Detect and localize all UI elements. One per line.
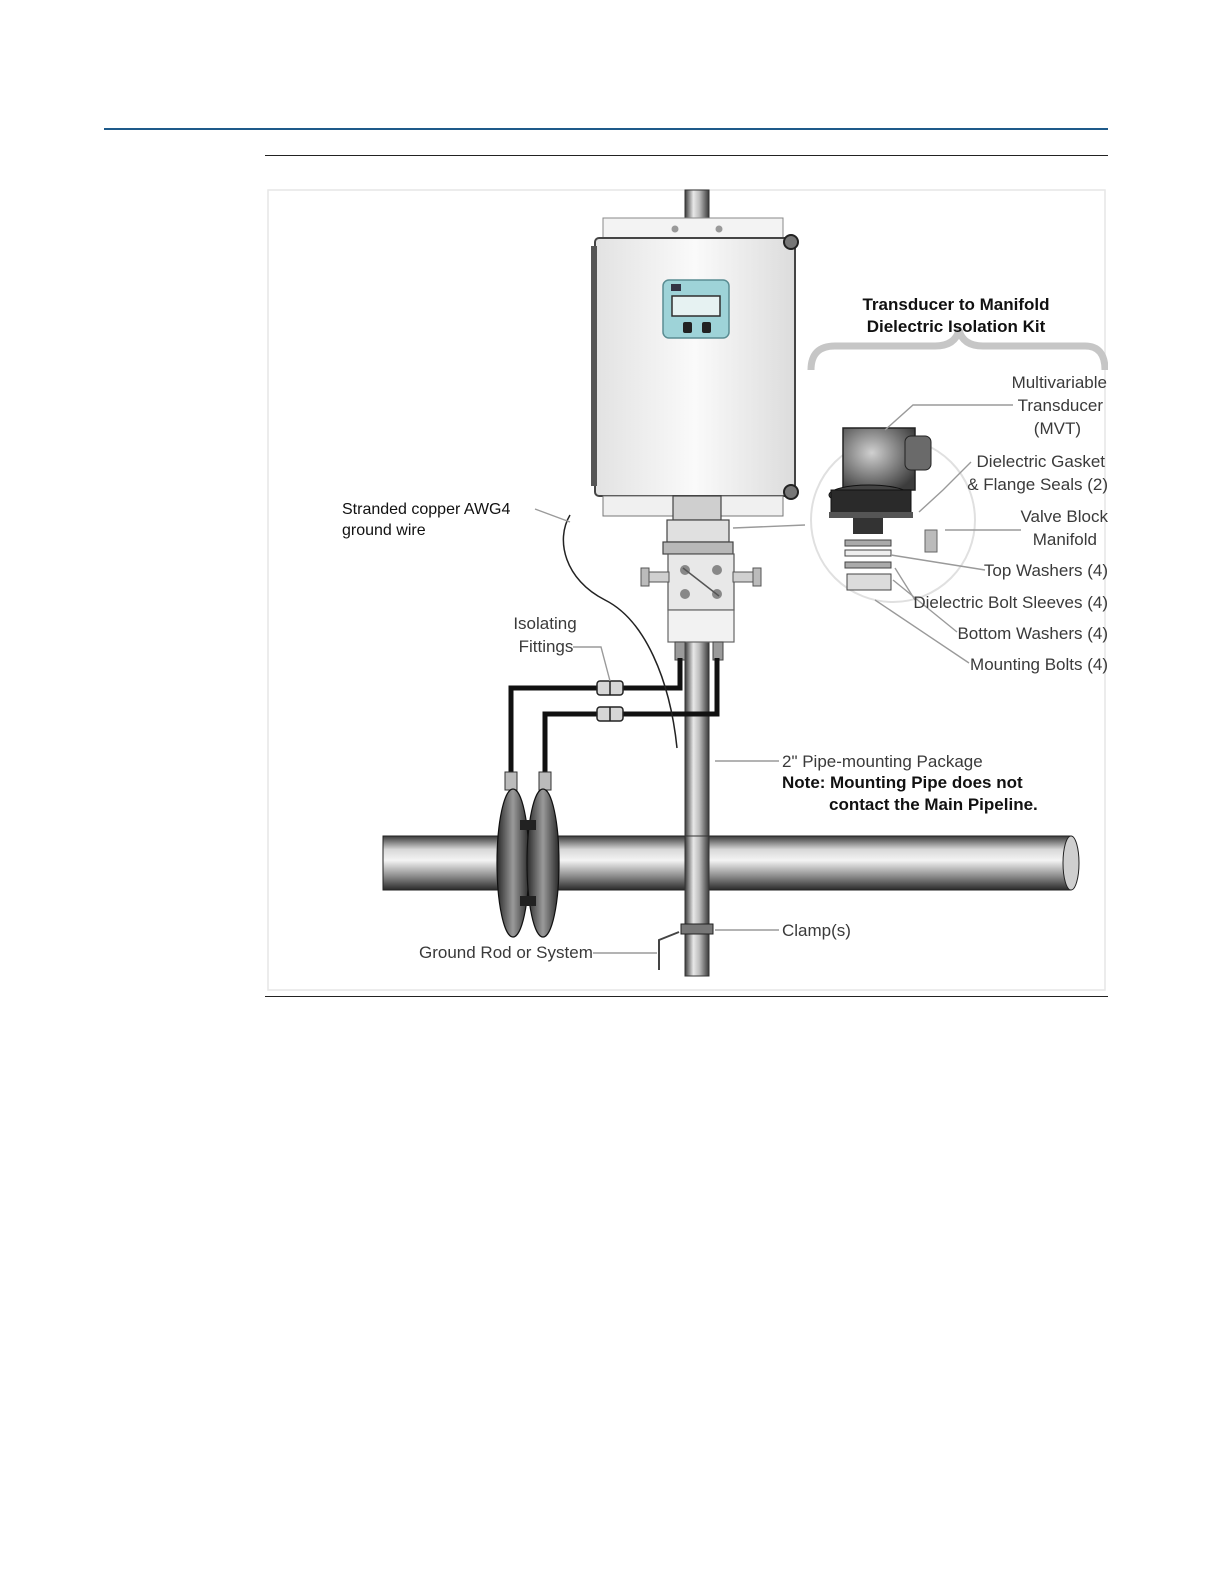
enclosure-latch-icon: [783, 484, 799, 500]
label-mvt-line1: Multivariable: [1012, 373, 1107, 392]
label-ground-wire-line2: ground wire: [342, 522, 426, 539]
main-pipeline: [382, 788, 1080, 938]
label-mvt-line3: (MVT): [1034, 419, 1081, 438]
top-bracket: [602, 217, 784, 241]
label-valve-line2: Manifold: [1033, 530, 1097, 549]
isolation-kit-detail: [807, 328, 1108, 603]
bracket-bolt: [715, 225, 723, 233]
kit-title-line1: Transducer to Manifold: [862, 295, 1049, 314]
label-note-line1: Mounting Pipe does not: [830, 773, 1023, 792]
isolating-fitting: [596, 680, 624, 696]
lcd-screen: [671, 295, 721, 317]
kit-brace: [807, 328, 1108, 371]
figure-top-rule: [265, 155, 1108, 156]
label-note-line2: contact the Main Pipeline.: [829, 795, 1038, 814]
label-isolating-line2: Fittings: [519, 637, 574, 656]
display-button: [702, 322, 711, 333]
label-mounting-bolts: Mounting Bolts (4): [970, 655, 1108, 674]
clamp: [680, 923, 714, 935]
ground-rod: [658, 931, 680, 970]
label-isolating-line1: Isolating: [513, 614, 576, 633]
label-pipe-package: 2" Pipe-mounting Package: [782, 752, 983, 771]
figure-bottom-rule: [265, 996, 1108, 997]
label-bottom-washers: Bottom Washers (4): [957, 624, 1108, 643]
header-rule: [104, 128, 1108, 130]
label-ground-wire-line1: Stranded copper AWG4: [342, 501, 510, 518]
logo-icon: [671, 284, 681, 291]
label-note-prefix: Note:: [782, 773, 825, 792]
impulse-tubing: [508, 658, 720, 778]
label-top-washers: Top Washers (4): [984, 561, 1108, 580]
label-gasket-line1: Dielectric Gasket: [977, 452, 1106, 471]
kit-title-line2: Dielectric Isolation Kit: [867, 317, 1046, 336]
tube-connector: [538, 771, 552, 791]
isolation-kit-diagram: Transducer to Manifold Dielectric Isolat…: [267, 189, 1108, 991]
isolating-fitting: [596, 706, 624, 722]
leader-lines: [534, 404, 1021, 954]
label-gasket-line2: & Flange Seals (2): [967, 475, 1108, 494]
mounting-pipe-front: [684, 835, 710, 977]
ground-wire: [562, 514, 678, 749]
flow-computer-enclosure: [591, 234, 799, 517]
tube-connector: [504, 771, 518, 791]
display-button: [683, 322, 692, 333]
bracket-bolt: [671, 225, 679, 233]
label-ground-rod: Ground Rod or System: [419, 943, 593, 962]
enclosure-latch-icon: [783, 234, 799, 250]
label-bolt-sleeves: Dielectric Bolt Sleeves (4): [913, 593, 1108, 612]
transducer-manifold-stack: [640, 495, 762, 661]
label-valve-line1: Valve Block: [1020, 507, 1108, 526]
label-clamps: Clamp(s): [782, 921, 851, 940]
label-mvt-line2: Transducer: [1018, 396, 1104, 415]
